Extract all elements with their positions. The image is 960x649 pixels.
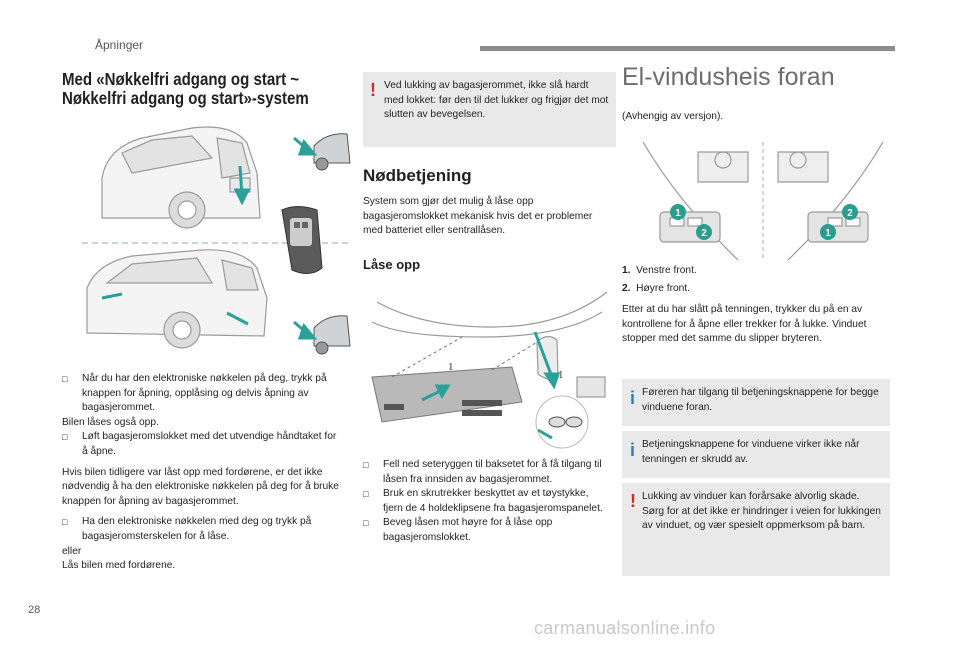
bullet-text: Bruk en skrutrekker beskyttet av et tøys… (383, 488, 603, 514)
item-number: 1. (622, 265, 631, 276)
page-title: El-vindusheis foran (622, 63, 835, 91)
bullet-text: Når du har den elektroniske nøkkelen på … (82, 373, 327, 414)
list-item: 1. Venstre front. (622, 264, 882, 279)
info-box-2: i Betjeningsknappene for vinduene virker… (622, 431, 890, 478)
exclamation-icon: ! (370, 80, 376, 100)
text-line: Bilen låses også opp. (62, 416, 159, 428)
bullet-icon: □ (363, 460, 369, 470)
emergency-text: System som gjør det mulig å låse opp bag… (363, 196, 593, 237)
exclamation-icon: ! (630, 491, 636, 511)
info-icon: i (630, 440, 636, 460)
callout-label: 1 (448, 361, 454, 373)
list-item: □ Bruk en skrutrekker beskyttet av et tø… (363, 487, 611, 516)
col3-list: 1. Venstre front. 2. Høyre front. Etter … (622, 264, 882, 347)
callout-label: 1 (558, 369, 564, 381)
paragraph: Hvis bilen tidligere var låst opp med fo… (62, 466, 339, 507)
bullet-text: Beveg låsen mot høyre for å låse opp bag… (383, 517, 553, 543)
bullet-icon: □ (62, 374, 68, 384)
badge-label: 2 (847, 208, 853, 219)
heading-line-1: Med «Nøkkelfri adgang og start ~ (62, 69, 300, 89)
header-rule (480, 46, 895, 51)
keyless-car-illustration (82, 126, 352, 355)
heading-line-2: Nøkkelfri adgang og start»-system (62, 88, 309, 108)
bullet-text: Løft bagasjeromslokket med det utvendige… (82, 431, 337, 457)
list-item: □ Når du har den elektroniske nøkkelen p… (62, 372, 342, 416)
watermark: carmanualsonline.info (534, 618, 716, 638)
badge-1-left (670, 204, 686, 220)
bullet-text: Fell ned seteryggen til baksetet for å f… (383, 459, 602, 485)
badge-1-right (820, 224, 836, 240)
badge-label: 1 (675, 208, 681, 219)
list-item: □ Beveg låsen mot høyre for å låse opp b… (363, 516, 611, 545)
text-line: eller (62, 545, 82, 557)
warning-line: Lukking av vinduer kan forårsake alvorli… (642, 491, 860, 502)
warning-box-windows: ! Lukking av vinduer kan forårsake alvor… (622, 483, 890, 576)
col2-steps: □ Fell ned seteryggen til baksetet for å… (363, 458, 611, 546)
col1-text: □ Når du har den elektroniske nøkkelen p… (62, 372, 342, 574)
bullet-icon: □ (363, 518, 369, 529)
list-item: 2. Høyre front. (622, 282, 882, 297)
info-box-1: i Føreren har tilgang til betjeningsknap… (622, 379, 890, 426)
bullet-icon: □ (62, 432, 68, 443)
bullet-icon: □ (363, 489, 369, 500)
warning-box: ! Ved lukking av bagasjerommet, ikke slå… (363, 72, 616, 147)
badge-2-left (696, 224, 712, 240)
heading-unlock: Låse opp (363, 257, 421, 272)
bullet-icon: □ (62, 517, 68, 528)
warning-text: Ved lukking av bagasjerommet, ikke slå h… (384, 80, 609, 121)
bullet-text: Ha den elektroniske nøkkelen med deg og … (82, 516, 312, 542)
page-number: 28 (28, 604, 41, 616)
badge-label: 2 (701, 228, 707, 239)
item-number: 2. (622, 282, 631, 294)
info-icon: i (630, 388, 636, 408)
badge-2-right (842, 204, 858, 220)
list-item: □ Fell ned seteryggen til baksetet for å… (363, 458, 611, 487)
section-heading-keyless: Med «Nøkkelfri adgang og start ~ Nøkkelf… (62, 70, 311, 108)
item-text: Høyre front. (636, 282, 690, 294)
item-text: Venstre front. (636, 265, 697, 276)
section-title: Åpninger (95, 38, 144, 52)
info-text: Føreren har tilgang til betjeningsknappe… (642, 387, 879, 413)
list-item: □ Løft bagasjeromslokket med det utvendi… (62, 430, 342, 459)
paragraph: Etter at du har slått på tenningen, tryk… (622, 304, 867, 345)
list-item: □ Ha den elektroniske nøkkelen med deg o… (62, 515, 342, 544)
info-text: Betjeningsknappene for vinduene virker i… (642, 439, 860, 465)
warning-text: Lukking av vinduer kan forårsake alvorli… (642, 490, 882, 534)
warning-line: Sørg for at det ikke er hindringer i vei… (642, 505, 881, 532)
text-line: Lås bilen med fordørene. (62, 560, 176, 572)
heading-emergency: Nødbetjening (363, 166, 472, 185)
subtitle: (Avhengig av versjon). (622, 111, 724, 122)
window-switch-illustration: 1 2 2 1 (642, 142, 884, 260)
badge-label: 1 (825, 228, 831, 239)
trunk-lock-illustration: 1 1 (371, 291, 608, 449)
